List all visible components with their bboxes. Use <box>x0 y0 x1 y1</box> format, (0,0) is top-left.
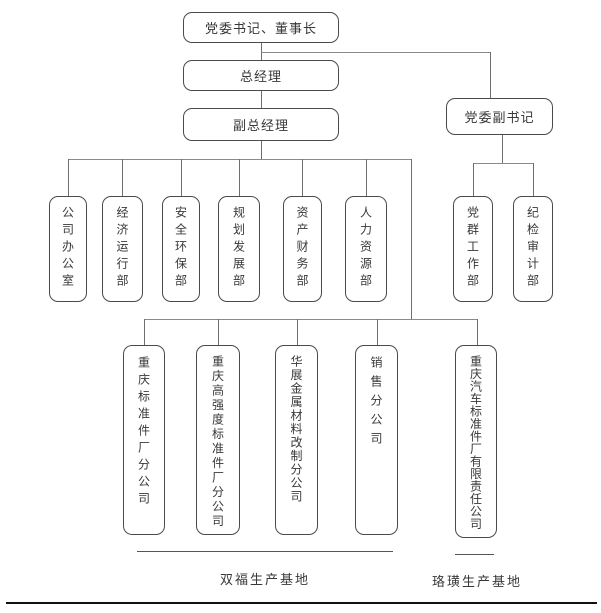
connector-rail-to-branches <box>411 159 412 319</box>
node-branch-cq-high-strength: 重庆高强度标准件厂分公司 <box>196 345 240 535</box>
node-label: 规划发展部 <box>231 206 246 291</box>
connector-drop-party-1 <box>473 163 474 196</box>
node-label: 销售分公司 <box>369 356 383 451</box>
connector-drop-branch-5 <box>477 319 478 345</box>
node-dept-economic-operation: 经济运行部 <box>102 196 143 302</box>
node-label: 华展金属材料改制分公司 <box>289 355 303 504</box>
group-line-luohuang <box>455 554 494 555</box>
node-label: 公司办公室 <box>60 206 75 291</box>
node-dept-asset-finance: 资产财务部 <box>283 196 322 302</box>
node-label: 安全环保部 <box>173 206 188 291</box>
connector-dgm-rail <box>261 141 262 159</box>
connector-drop-dept-6 <box>366 159 367 196</box>
node-label: 纪检审计部 <box>525 206 540 291</box>
connector-drop-branch-2 <box>218 319 219 345</box>
node-branch-cq-auto-standard-parts: 重庆汽车标准件厂有限责任公司 <box>455 345 497 538</box>
connector-gm-dgm <box>261 91 262 108</box>
node-branch-huazhan-metal: 华展金属材料改制分公司 <box>275 345 318 535</box>
node-deputy-party-secretary: 党委副书记 <box>446 98 553 135</box>
label-base-luohuang: 珞璜生产基地 <box>431 575 522 590</box>
label-base-shuangfu: 双福生产基地 <box>219 573 310 588</box>
node-dept-company-office: 公司办公室 <box>49 196 87 302</box>
node-label: 人力资源部 <box>358 206 373 291</box>
node-label: 重庆标准件厂分公司 <box>136 356 151 509</box>
connector-drop-dept-5 <box>302 159 303 196</box>
node-chairman: 党委书记、董事长 <box>183 12 339 43</box>
node-dept-planning-development: 规划发展部 <box>218 196 260 302</box>
node-deputy-general-manager: 副总经理 <box>183 108 339 141</box>
node-label: 重庆汽车标准件厂有限责任公司 <box>468 355 483 530</box>
connector-deputy-secretary-rail <box>502 135 503 163</box>
connector-drop-branch-3 <box>297 319 298 345</box>
node-branch-sales: 销售分公司 <box>355 345 398 535</box>
connector-department-rail <box>68 159 412 160</box>
group-line-shuangfu <box>137 551 393 552</box>
connector-drop-dept-4 <box>239 159 240 196</box>
node-label: 经济运行部 <box>115 206 129 291</box>
node-label: 党群工作部 <box>465 206 480 291</box>
node-dept-discipline-audit: 纪检审计部 <box>513 196 553 302</box>
connector-drop-party-2 <box>533 163 534 196</box>
connector-drop-dept-2 <box>122 159 123 196</box>
node-label: 重庆高强度标准件厂分公司 <box>210 355 225 529</box>
connector-chairman-gm <box>261 43 262 60</box>
connector-drop-dept-3 <box>181 159 182 196</box>
node-branch-cq-standard-parts: 重庆标准件厂分公司 <box>123 345 165 535</box>
node-label: 资产财务部 <box>295 206 309 291</box>
connector-branch-rail <box>144 319 478 320</box>
node-general-manager: 总经理 <box>183 60 339 91</box>
connector-drop-branch-4 <box>377 319 378 345</box>
node-dept-safety-environment: 安全环保部 <box>162 196 200 302</box>
connector-drop-deputy-secretary <box>490 52 491 98</box>
connector-drop-dept-1 <box>68 159 69 196</box>
node-dept-human-resources: 人力资源部 <box>345 196 387 302</box>
connector-branch-right <box>261 52 491 53</box>
page-bottom-rule <box>6 602 597 604</box>
node-dept-party-mass-work: 党群工作部 <box>453 196 493 302</box>
connector-drop-branch-1 <box>144 319 145 345</box>
connector-party-rail <box>473 163 534 164</box>
